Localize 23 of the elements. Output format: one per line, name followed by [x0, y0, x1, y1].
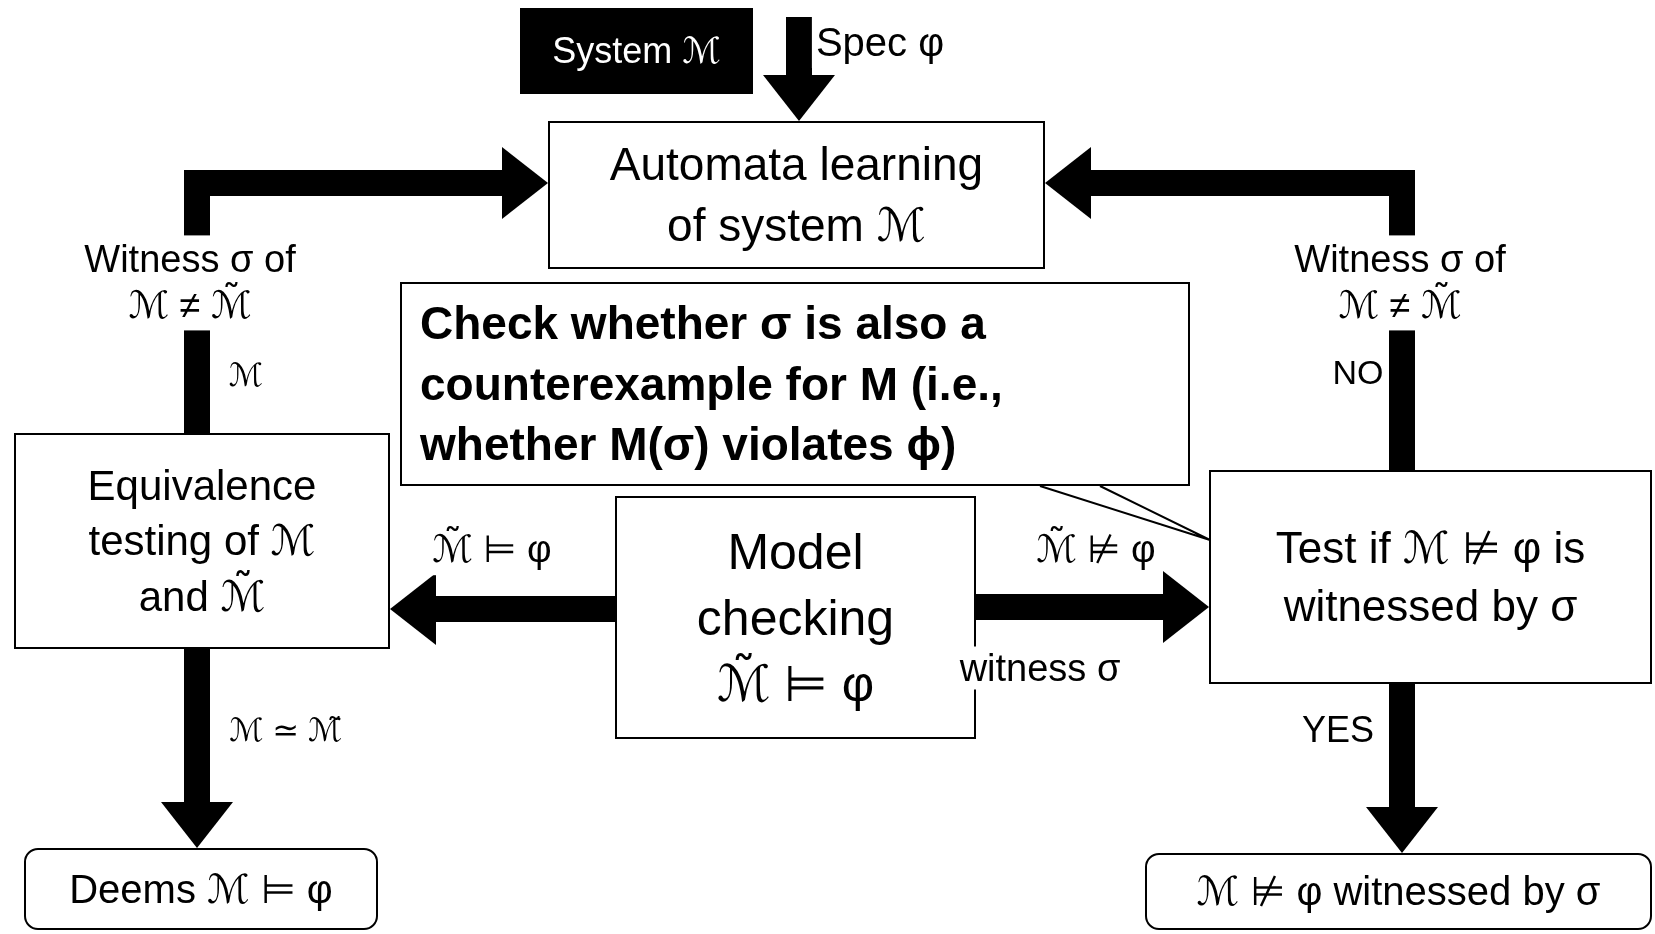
process-box: [1145, 853, 1652, 930]
input-box: [520, 8, 753, 94]
arrow: [161, 649, 233, 848]
process-box: [1209, 470, 1652, 684]
box-label: Model checking: [695, 522, 896, 648]
box-label: Equivalence testing of ℳ and ℳ̃: [86, 460, 318, 622]
process-box: [14, 433, 390, 649]
arrow: [763, 17, 835, 121]
arrow: [1366, 684, 1438, 853]
arrow: [390, 573, 615, 645]
annotation-label: witness σ: [957, 646, 1123, 690]
box-label: ℳ ⊭ φ witnessed by σ: [1196, 868, 1601, 916]
callout-pointer: [1039, 485, 1211, 541]
box-label: ℳ̃ ⊨ φ: [716, 654, 875, 714]
box-label: Check whether σ is also a counterexample for M (i.e., whether M(σ) violates ϕ): [420, 295, 1004, 473]
box-label: Test if ℳ ⊭ φ is witnessed by σ: [1274, 521, 1587, 632]
box-label: Automata learning of system ℳ: [608, 137, 985, 253]
box-label: System ℳ: [552, 29, 721, 74]
callout-box: [400, 282, 1190, 486]
process-box: [548, 121, 1045, 269]
arrow: [976, 571, 1209, 643]
box-label: Deems ℳ ⊨ φ: [69, 865, 333, 913]
process-box: [24, 848, 378, 930]
